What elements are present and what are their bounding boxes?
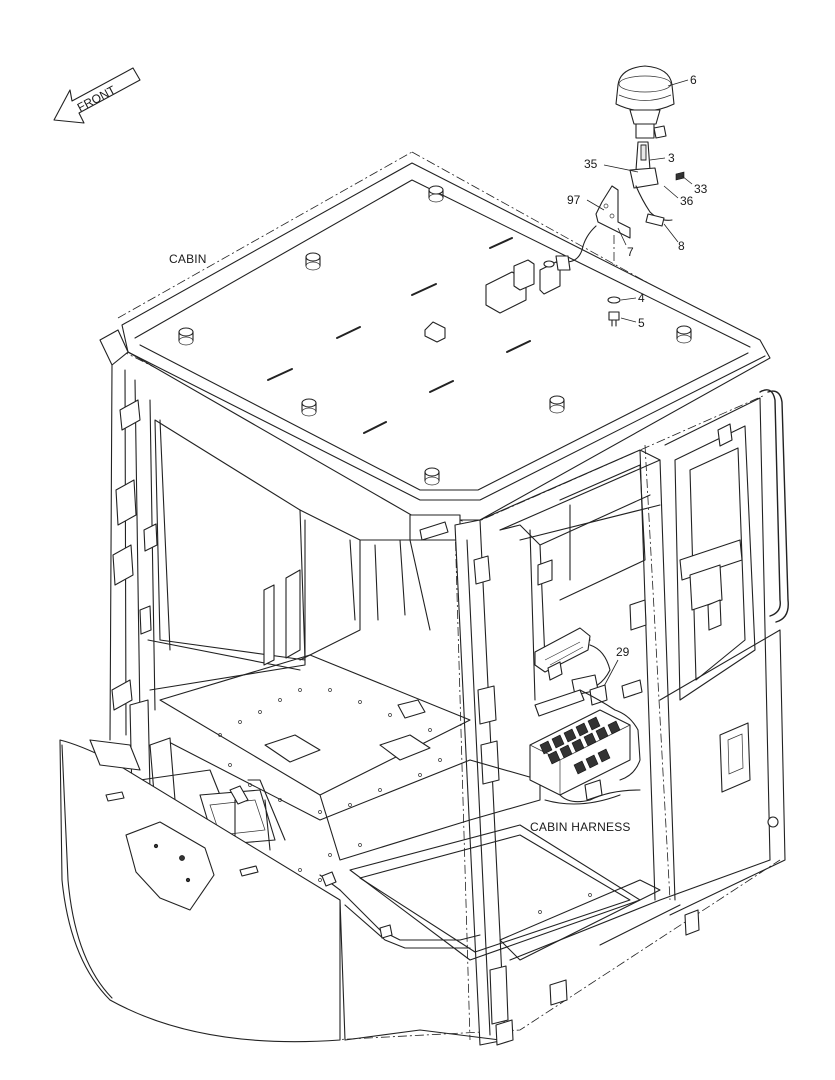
front-direction-arrow-icon: FRONT — [53, 67, 141, 124]
cabin-harness-label: CABIN HARNESS — [530, 820, 631, 834]
roof-slots — [267, 237, 531, 434]
grab-handle — [759, 389, 789, 623]
beacon-lamp-icon — [615, 65, 675, 139]
front-lower-panel — [59, 739, 346, 1043]
left-window-frame — [147, 419, 306, 671]
callout-4: 4 — [638, 291, 645, 305]
door-sill — [319, 859, 771, 1046]
cabin-harness-assembly — [529, 627, 643, 805]
cabin-roof — [121, 162, 771, 521]
cabin-rear-wall — [149, 509, 461, 691]
callout-5: 5 — [638, 316, 645, 330]
callout-8: 8 — [678, 239, 685, 253]
callout-6: 6 — [690, 73, 697, 87]
left-front-pillar — [99, 329, 158, 741]
right-side-frame — [479, 397, 786, 916]
right-front-pillar — [454, 519, 509, 1046]
rotating-beacon-assembly — [555, 65, 685, 327]
callout-36: 36 — [680, 194, 694, 208]
rear-inner-frame — [499, 464, 661, 701]
callout-29: 29 — [616, 645, 630, 659]
callout-3: 3 — [668, 151, 675, 165]
roof-mount-bosses — [178, 185, 692, 486]
callout-97: 97 — [567, 193, 581, 207]
fuse-box-icon — [529, 709, 631, 796]
callout-7: 7 — [627, 245, 634, 259]
callout-35: 35 — [584, 157, 598, 171]
roof-brackets — [424, 259, 561, 343]
part-callouts: 6 3 35 33 36 97 7 8 4 5 29 — [567, 73, 708, 691]
callout-33: 33 — [694, 182, 708, 196]
cabin-floor — [159, 654, 641, 961]
cabin-label: CABIN — [169, 252, 207, 266]
